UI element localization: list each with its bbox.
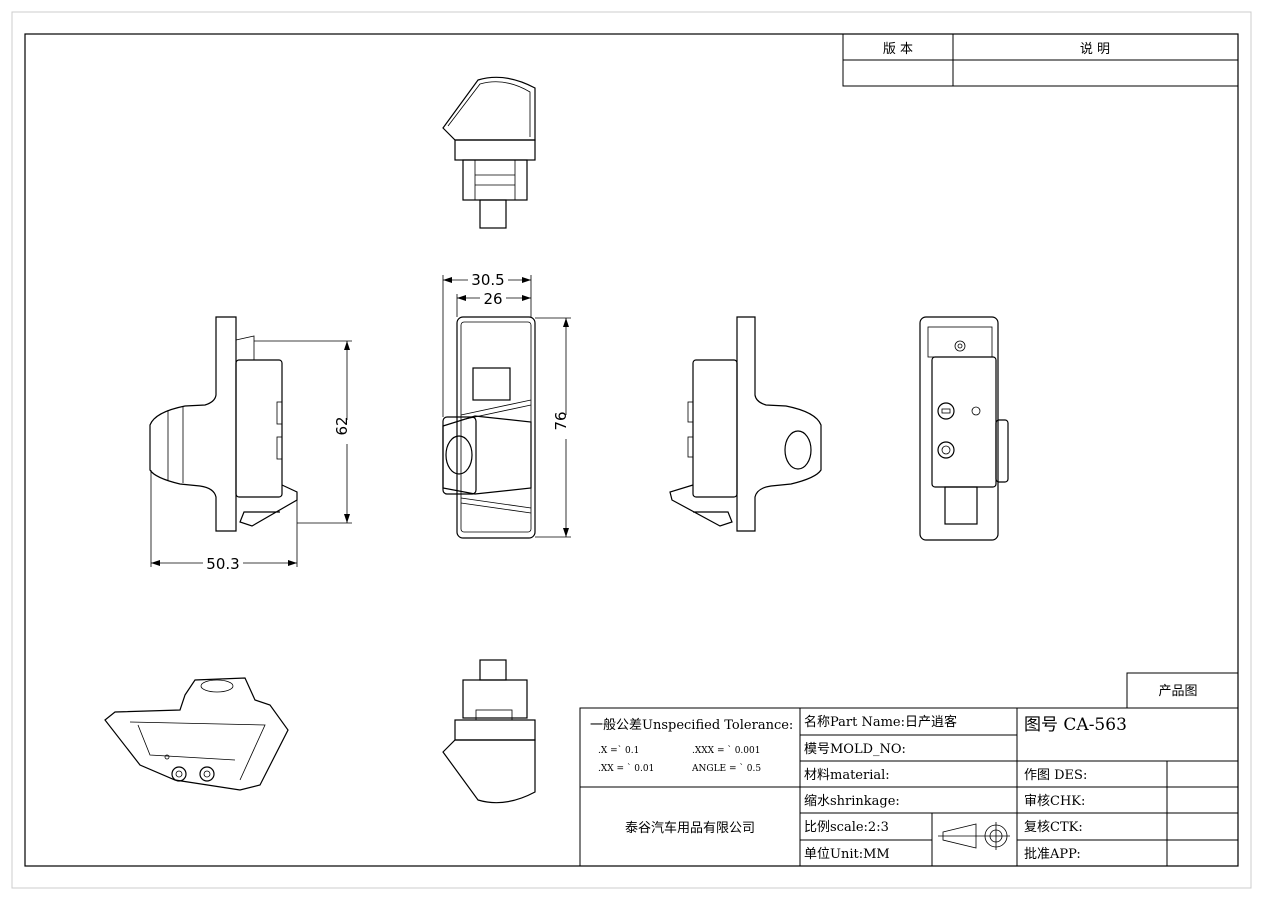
tolerance-angle: ANGLE = ` 0.5 bbox=[691, 763, 761, 774]
product-drawing-label: 产品图 bbox=[1158, 684, 1197, 699]
dimension-30-5: 30.5 bbox=[471, 271, 504, 289]
part-name: 名称Part Name:日产逍客 bbox=[804, 714, 957, 730]
mold-no: 模号MOLD_NO: bbox=[804, 742, 906, 757]
tolerance-xxx: .XXX = ` 0.001 bbox=[692, 745, 760, 756]
approver: 批准APP: bbox=[1024, 847, 1081, 862]
material: 材料material: bbox=[804, 768, 890, 783]
shrinkage: 缩水shrinkage: bbox=[804, 793, 900, 809]
sheet-border bbox=[11, 11, 1252, 889]
dimension-26: 26 bbox=[483, 290, 502, 308]
revision-table: 版 本 说 明 bbox=[842, 33, 1239, 87]
top-view bbox=[442, 76, 536, 229]
dimension-76: 76 bbox=[552, 411, 570, 430]
dimension-50-3: 50.3 bbox=[206, 555, 239, 573]
bottom-view bbox=[442, 659, 536, 804]
recheck: 复核CTK: bbox=[1024, 820, 1083, 835]
tolerance-xx: .XX = ` 0.01 bbox=[598, 763, 654, 774]
scale: 比例scale:2:3 bbox=[804, 820, 889, 835]
designer: 作图 DES: bbox=[1024, 768, 1087, 783]
right-side-view bbox=[669, 316, 822, 532]
version-header: 版 本 bbox=[883, 42, 913, 57]
rear-view bbox=[919, 316, 1009, 541]
checker: 审核CHK: bbox=[1024, 794, 1085, 809]
front-view: 30.5 26 76 bbox=[442, 270, 575, 539]
unit: 单位Unit:MM bbox=[804, 847, 890, 862]
isometric-view bbox=[104, 677, 289, 791]
drawing-frame bbox=[24, 33, 1239, 867]
dimension-62: 62 bbox=[333, 416, 351, 435]
tolerance-x: .X =` 0.1 bbox=[598, 745, 639, 756]
left-side-view: 62 50.3 bbox=[149, 316, 356, 573]
drawing-number: 图号 CA-563 bbox=[1024, 715, 1127, 735]
company-name: 泰谷汽车用品有限公司 bbox=[625, 820, 755, 836]
projection-symbol-icon bbox=[938, 822, 1010, 850]
title-block: 产品图 一般公差Unspecified Tolerance: .X =` 0.1… bbox=[579, 672, 1239, 867]
tolerance-title: 一般公差Unspecified Tolerance: bbox=[590, 717, 793, 733]
description-header: 说 明 bbox=[1080, 42, 1110, 57]
